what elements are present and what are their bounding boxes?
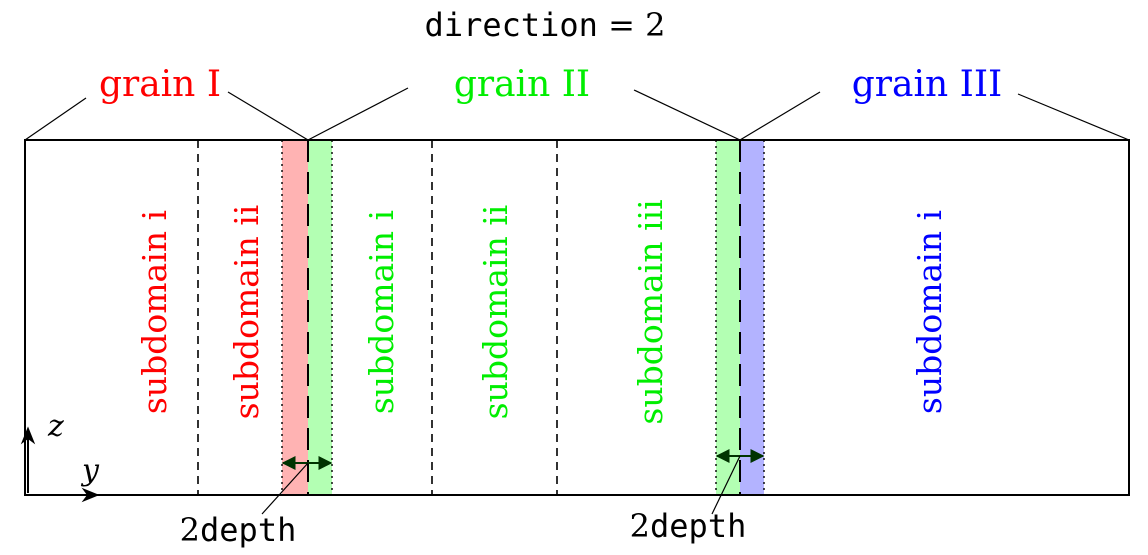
title: direction = 2 [425, 6, 666, 44]
leader-line [1017, 93, 1130, 141]
subdomain-label: subdomain iii [631, 199, 670, 424]
green-depth-band-left [308, 140, 332, 495]
depth-label-number: 2 [630, 507, 650, 545]
leader-line [227, 91, 309, 141]
leader-line [633, 89, 741, 141]
depth-leader [261, 462, 309, 515]
subdomain-label: subdomain ii [476, 205, 515, 420]
leader-line [24, 97, 87, 141]
leader-line [739, 91, 821, 141]
green-depth-band-right [716, 140, 740, 495]
title-mono: direction [425, 6, 598, 44]
title-math: = 2 [598, 6, 666, 44]
depth-label-number: 2 [180, 511, 200, 549]
grain-label-2: grain II [454, 64, 590, 105]
z-axis-label: z [47, 409, 64, 444]
domain-box [24, 139, 1130, 496]
depth-label: 2depth [180, 511, 297, 549]
depth-label-word: depth [650, 507, 746, 545]
subdomain-label: subdomain i [362, 210, 401, 414]
grain-label-1: grain I [99, 64, 221, 105]
grain-label-3: grain III [852, 64, 1003, 105]
subdomain-label: subdomain i [910, 210, 949, 414]
blue-depth-band [740, 140, 764, 495]
red-depth-band [282, 140, 308, 495]
y-axis-label: y [80, 453, 100, 488]
leader-line [307, 87, 409, 141]
depth-label-word: depth [200, 511, 296, 549]
subdomain-label: subdomain i [135, 210, 174, 414]
subdomain-label: subdomain ii [227, 205, 266, 420]
depth-label: 2depth [630, 507, 747, 545]
depth-leader [711, 455, 741, 515]
